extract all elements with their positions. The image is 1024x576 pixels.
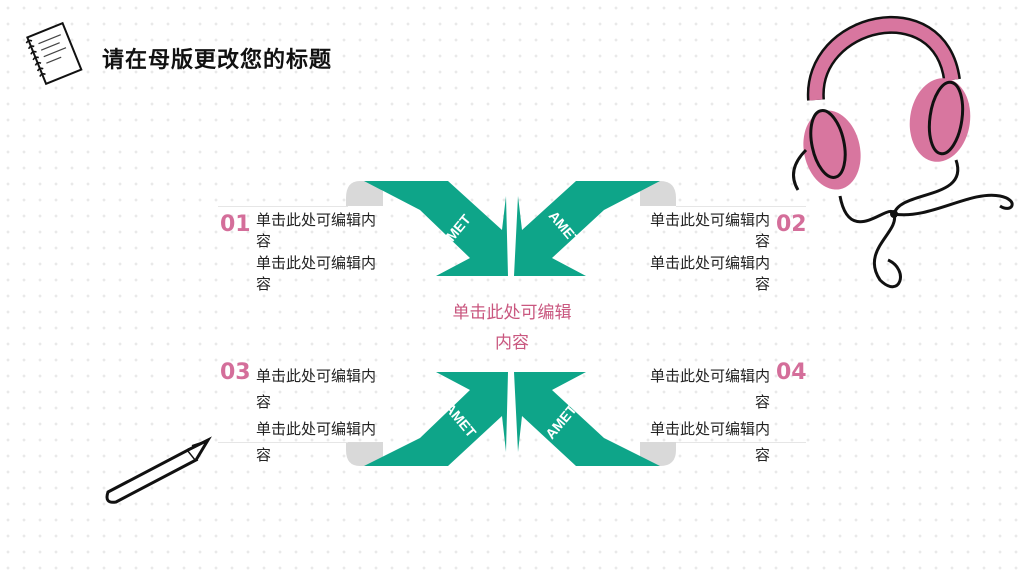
item-03-text-1: 单击此处可编辑内容 <box>256 367 377 411</box>
item-number-01: 01 <box>220 212 251 237</box>
arrow-top-left <box>364 181 508 276</box>
arrow-bottom-right <box>514 372 660 466</box>
arrow-bottom-left <box>364 372 508 466</box>
item-03-text-2: 单击此处可编辑内容 <box>256 420 377 464</box>
headphones-illustration <box>792 15 1014 289</box>
page-title: 请在母版更改您的标题 <box>102 48 333 73</box>
center-text-line-2: 内容 <box>495 333 529 353</box>
gray-tab-bottom-left <box>346 442 383 466</box>
item-04-text-2: 单击此处可编辑内容 <box>649 420 770 464</box>
item-02-text-1: 单击此处可编辑内容 <box>649 211 770 250</box>
item-number-02: 02 <box>776 212 807 237</box>
item-04-text-1: 单击此处可编辑内容 <box>649 367 770 411</box>
pen-illustration <box>105 436 212 504</box>
gray-tab-bottom-right <box>640 442 676 466</box>
center-text: 单击此处可编辑 内容 <box>430 298 594 358</box>
arrow-top-right <box>514 181 660 276</box>
center-text-line-1: 单击此处可编辑 <box>452 303 572 323</box>
gray-tab-top-right <box>640 181 676 206</box>
item-number-04: 04 <box>776 360 807 385</box>
gray-tab-top-left <box>346 181 383 206</box>
divider-top-right <box>676 206 806 207</box>
divider-bottom-right <box>676 442 806 443</box>
item-02-text-2: 单击此处可编辑内容 <box>649 254 770 293</box>
notebook-icon <box>25 21 83 86</box>
item-number-03: 03 <box>220 360 251 385</box>
item-01-text-1: 单击此处可编辑内容 <box>256 211 377 250</box>
divider-bottom-left <box>218 442 348 443</box>
item-01-text-2: 单击此处可编辑内容 <box>256 254 377 293</box>
divider-top-left <box>218 206 348 207</box>
